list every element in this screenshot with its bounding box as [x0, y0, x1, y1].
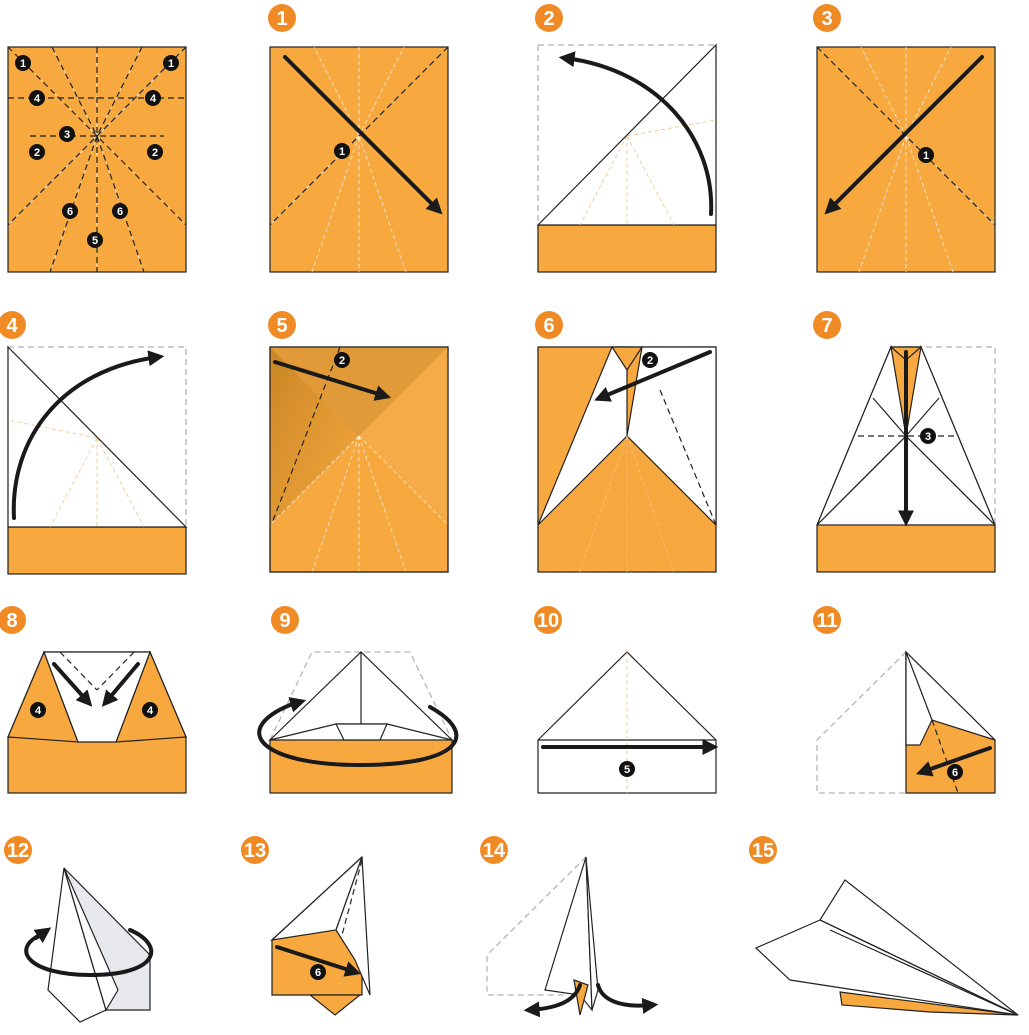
step-5: 5 2 — [268, 311, 449, 573]
svg-text:5: 5 — [92, 235, 98, 247]
svg-text:1: 1 — [339, 146, 345, 158]
svg-text:13: 13 — [244, 840, 266, 862]
svg-text:2: 2 — [543, 8, 554, 30]
step-11: 11 6 — [813, 606, 996, 794]
step-14: 14 — [480, 836, 659, 1018]
svg-text:7: 7 — [821, 315, 832, 337]
crease-ref-markers: 1 1 4 4 3 2 2 6 6 5 — [15, 55, 179, 248]
svg-text:6: 6 — [67, 206, 73, 218]
svg-text:14: 14 — [483, 840, 506, 862]
svg-text:6: 6 — [117, 206, 123, 218]
svg-text:3: 3 — [64, 129, 70, 141]
svg-text:1: 1 — [923, 150, 929, 162]
svg-text:6: 6 — [543, 315, 554, 337]
svg-text:5: 5 — [624, 764, 630, 776]
svg-text:1: 1 — [20, 58, 26, 70]
svg-text:4: 4 — [35, 705, 42, 717]
svg-text:4: 4 — [6, 315, 18, 337]
svg-text:4: 4 — [150, 93, 157, 105]
step-4: 4 — [0, 311, 188, 575]
step-13: 13 6 — [241, 836, 371, 1016]
svg-text:1: 1 — [168, 58, 174, 70]
step-7: 7 3 — [813, 311, 996, 573]
svg-text:5: 5 — [276, 315, 287, 337]
svg-text:3: 3 — [821, 8, 832, 30]
svg-text:11: 11 — [816, 610, 837, 632]
svg-text:2: 2 — [34, 147, 40, 159]
svg-text:2: 2 — [152, 147, 158, 159]
step-10: 10 5 — [534, 606, 719, 794]
svg-text:4: 4 — [147, 705, 154, 717]
svg-text:1: 1 — [276, 8, 287, 30]
step-8: 8 4 4 — [0, 606, 187, 794]
svg-text:9: 9 — [279, 610, 290, 632]
svg-text:15: 15 — [752, 840, 774, 862]
svg-text:4: 4 — [34, 93, 41, 105]
step-12: 12 — [4, 836, 154, 1023]
svg-text:10: 10 — [537, 610, 559, 632]
step-15-finished-plane: 15 — [749, 836, 1019, 1016]
step-3: 3 1 — [813, 4, 996, 273]
svg-text:2: 2 — [647, 355, 653, 367]
step-6: 6 2 — [535, 311, 717, 573]
svg-text:8: 8 — [6, 610, 17, 632]
svg-text:12: 12 — [7, 840, 29, 862]
svg-text:6: 6 — [315, 967, 321, 979]
step-badge — [268, 4, 296, 32]
step-1: 1 1 — [268, 4, 449, 273]
svg-text:6: 6 — [952, 767, 958, 779]
svg-text:3: 3 — [925, 431, 931, 443]
step-2: 2 — [535, 4, 717, 273]
svg-text:2: 2 — [339, 355, 345, 367]
step-9: 9 — [257, 606, 459, 794]
step-0-crease-pattern: 1 1 4 4 3 2 2 6 6 5 — [7, 46, 187, 273]
